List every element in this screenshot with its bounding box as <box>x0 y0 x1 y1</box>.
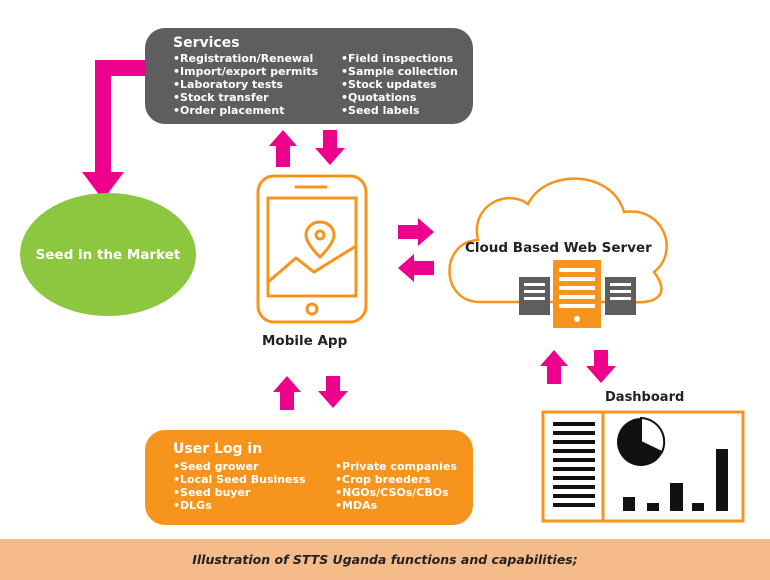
mobile-to-services-arrow <box>269 130 297 167</box>
cloud-to-mobile-arrow <box>398 254 434 282</box>
services-to-mobile-arrow <box>315 130 345 165</box>
mobile-app-label: Mobile App <box>262 333 348 349</box>
services-item: Seed labels <box>341 104 458 117</box>
userlogin-to-mobile-arrow <box>273 376 301 410</box>
mobile-phone-map-icon <box>256 174 368 324</box>
services-item: Stock updates <box>341 78 458 91</box>
user-login-item: Crop breeders <box>335 473 457 486</box>
services-list-right: Field inspections Sample collection Stoc… <box>341 52 458 117</box>
user-login-list-right: Private companies Crop breeders NGOs/CSO… <box>335 460 457 512</box>
user-login-item: Private companies <box>335 460 457 473</box>
mobile-to-userlogin-arrow <box>318 376 348 408</box>
user-login-list-left: Seed grower Local Seed Business Seed buy… <box>173 460 335 512</box>
user-login-item: NGOs/CSOs/CBOs <box>335 486 457 499</box>
cloud-to-dashboard-arrow <box>586 350 616 383</box>
services-to-market-arrow <box>82 60 147 200</box>
services-item: Order placement <box>173 104 341 117</box>
user-login-title: User Log in <box>173 441 263 457</box>
user-login-item: Seed buyer <box>173 486 335 499</box>
cloud-server-icon <box>448 177 668 328</box>
figure-caption-text: Illustration of STTS Uganda functions an… <box>192 552 578 567</box>
services-title: Services <box>173 35 240 51</box>
services-item: Laboratory tests <box>173 78 341 91</box>
services-item: Registration/Renewal <box>173 52 341 65</box>
user-login-box: User Log in Seed grower Local Seed Busin… <box>145 430 473 525</box>
services-box: Services Registration/Renewal Import/exp… <box>145 28 473 124</box>
services-item: Stock transfer <box>173 91 341 104</box>
cloud-server-label: Cloud Based Web Server <box>465 240 652 256</box>
services-item: Import/export permits <box>173 65 341 78</box>
user-login-item: DLGs <box>173 499 335 512</box>
dashboard-label: Dashboard <box>605 390 685 405</box>
user-login-item: Local Seed Business <box>173 473 335 486</box>
dashboard-report-chart-icon <box>541 410 745 523</box>
seed-in-market-node: Seed in the Market <box>20 193 196 316</box>
dashboard-to-cloud-arrow <box>540 350 568 384</box>
user-login-item: MDAs <box>335 499 457 512</box>
services-item: Quotations <box>341 91 458 104</box>
mobile-to-cloud-arrow <box>398 218 434 246</box>
services-list-left: Registration/Renewal Import/export permi… <box>173 52 341 117</box>
user-login-item: Seed grower <box>173 460 335 473</box>
seed-in-market-label: Seed in the Market <box>35 246 181 263</box>
services-item: Sample collection <box>341 65 458 78</box>
services-item: Field inspections <box>341 52 458 65</box>
figure-caption: Illustration of STTS Uganda functions an… <box>0 539 770 580</box>
